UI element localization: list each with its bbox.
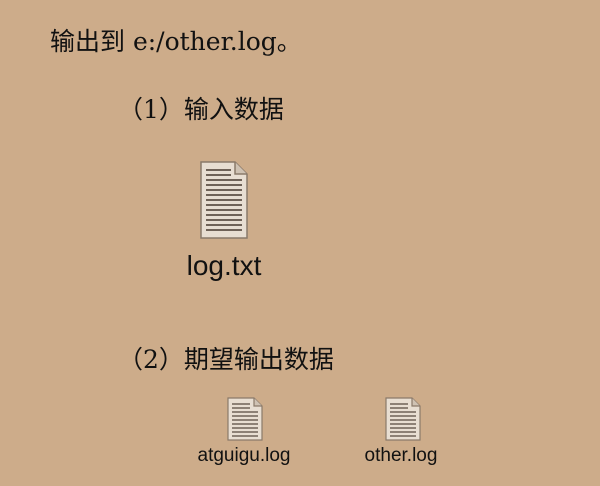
file-label-output-2: other.log (364, 445, 438, 466)
file-label-input: log.txt (186, 250, 262, 281)
text-file-icon (384, 396, 422, 442)
intro-text: 输出到 e:/other.log。 (50, 27, 302, 56)
file-label-output-1: atguigu.log (197, 445, 291, 466)
text-file-icon (226, 396, 264, 442)
section-heading-input: （1）输入数据 (118, 95, 284, 124)
section-heading-output: （2）期望输出数据 (118, 345, 334, 374)
text-file-icon (199, 160, 249, 240)
